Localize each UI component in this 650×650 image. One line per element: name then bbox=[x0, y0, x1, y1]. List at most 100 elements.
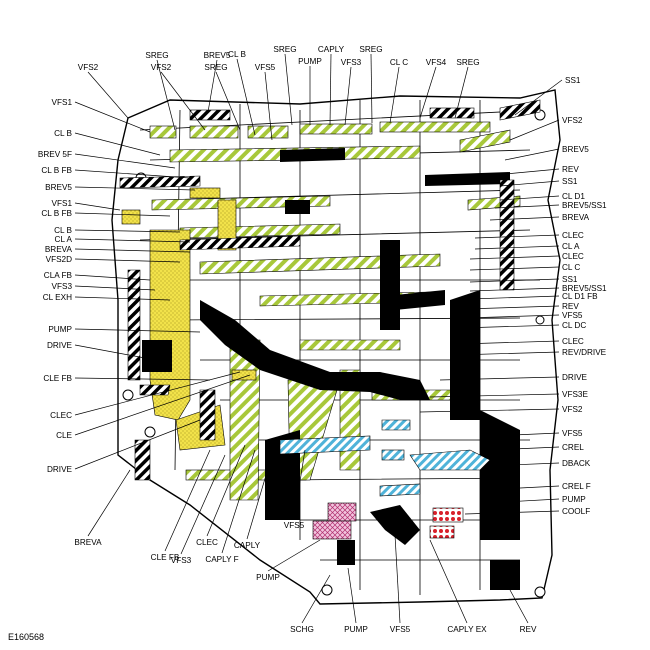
callout-label-top-10: VFS3 bbox=[341, 58, 362, 67]
callout-label-left-4: BREV5 bbox=[45, 183, 72, 192]
leader-line-right-26 bbox=[499, 485, 560, 490]
black-passages bbox=[142, 148, 520, 590]
leader-line-bottom-2 bbox=[180, 454, 226, 555]
leader-line-right-19 bbox=[454, 351, 560, 356]
callout-label-left-17: CLEC bbox=[50, 411, 72, 420]
leader-line-bottom-8 bbox=[301, 574, 331, 624]
callout-label-left-14: PUMP bbox=[48, 325, 72, 334]
callout-label-top-3: BREV5 bbox=[204, 51, 231, 60]
leader-line-left-4 bbox=[74, 186, 196, 191]
leader-line-right-18 bbox=[459, 340, 560, 345]
callout-label-left-15: DRIVE bbox=[47, 341, 73, 350]
leader-line-bottom-1 bbox=[164, 449, 211, 552]
leader-line-right-20 bbox=[439, 376, 560, 381]
leader-line-left-12 bbox=[74, 285, 156, 291]
leader-line-right-7 bbox=[489, 216, 560, 221]
callout-label-bottom-6: VFS5 bbox=[284, 521, 305, 530]
leader-line-top-5 bbox=[236, 58, 256, 136]
callout-label-right-18: CLEC bbox=[562, 337, 584, 346]
leader-line-bottom-0 bbox=[87, 469, 131, 537]
leader-line-right-22 bbox=[419, 408, 560, 413]
callout-label-top-9: CAPLY bbox=[318, 45, 345, 54]
callout-label-right-28: COOLF bbox=[562, 507, 590, 516]
leader-line-right-24 bbox=[489, 446, 560, 451]
callout-label-right-10: CLEC bbox=[562, 252, 584, 261]
callout-label-bottom-12: REV bbox=[520, 625, 537, 634]
leader-line-left-9 bbox=[74, 248, 191, 253]
leader-line-left-3 bbox=[74, 169, 191, 179]
callout-label-top-8: PUMP bbox=[298, 57, 322, 66]
callout-label-right-21: VFS3E bbox=[562, 390, 588, 399]
callout-label-bottom-1: CLE FB bbox=[151, 553, 180, 562]
callout-label-bottom-0: BREVA bbox=[74, 538, 102, 547]
callout-label-right-16: VFS5 bbox=[562, 311, 583, 320]
leader-line-bottom-11 bbox=[429, 539, 468, 624]
leader-line-left-6 bbox=[74, 212, 171, 217]
leader-line-top-9 bbox=[329, 53, 332, 126]
callout-label-left-18: CLE bbox=[56, 431, 72, 440]
callout-label-right-19: REV/DRIVE bbox=[562, 348, 607, 357]
leader-line-right-2 bbox=[504, 148, 560, 161]
callout-label-left-0: VFS1 bbox=[52, 98, 73, 107]
blue-passages bbox=[279, 419, 491, 497]
callout-label-right-1: VFS2 bbox=[562, 116, 583, 125]
leader-line-left-7 bbox=[74, 229, 181, 233]
leader-line-bottom-7 bbox=[267, 539, 321, 572]
leader-line-right-17 bbox=[459, 324, 560, 329]
leader-line-right-11 bbox=[469, 266, 560, 271]
leader-line-right-5 bbox=[499, 195, 560, 201]
callout-label-bottom-11: CAPLY EX bbox=[447, 625, 487, 634]
callout-label-top-2: VFS2 bbox=[151, 63, 172, 72]
leader-line-top-3 bbox=[207, 59, 218, 113]
callout-leader-lines bbox=[74, 53, 563, 624]
leader-line-right-0 bbox=[514, 79, 563, 116]
leader-line-right-13 bbox=[469, 287, 560, 292]
callout-label-right-25: DBACK bbox=[562, 459, 591, 468]
callout-label-left-10: VFS2D bbox=[46, 255, 72, 264]
callout-label-left-19: DRIVE bbox=[47, 465, 73, 474]
leader-line-left-1 bbox=[74, 132, 161, 156]
leader-line-top-11 bbox=[370, 53, 373, 124]
leader-line-left-16 bbox=[74, 377, 211, 381]
callout-label-right-11: CL C bbox=[562, 263, 580, 272]
callout-label-right-9: CL A bbox=[562, 242, 580, 251]
leader-line-top-13 bbox=[419, 66, 437, 119]
callout-label-bottom-4: CAPLY F bbox=[205, 555, 238, 564]
callout-label-top-0: VFS2 bbox=[78, 63, 99, 72]
leader-line-right-16 bbox=[464, 314, 560, 319]
leader-line-left-2 bbox=[74, 153, 176, 169]
callout-label-right-4: SS1 bbox=[562, 177, 578, 186]
leader-line-left-5 bbox=[74, 202, 121, 211]
callout-label-top-13: VFS4 bbox=[426, 58, 447, 67]
leader-line-left-17 bbox=[74, 371, 241, 416]
callout-label-right-2: BREV5 bbox=[562, 145, 589, 154]
leader-line-top-7 bbox=[284, 53, 293, 126]
leader-line-right-21 bbox=[429, 393, 560, 398]
leader-line-bottom-3 bbox=[206, 444, 246, 537]
callout-label-bottom-9: PUMP bbox=[344, 625, 368, 634]
leader-line-right-3 bbox=[504, 168, 560, 175]
callout-label-left-9: BREVA bbox=[45, 245, 73, 254]
callout-label-right-12: SS1 bbox=[562, 275, 578, 284]
callout-label-bottom-10: VFS5 bbox=[390, 625, 411, 634]
leader-line-left-13 bbox=[74, 296, 171, 301]
leader-line-left-11 bbox=[74, 274, 151, 281]
leader-line-top-4 bbox=[215, 71, 241, 131]
callout-label-top-4: SREG bbox=[204, 63, 227, 72]
callout-label-right-5: CL D1 bbox=[562, 192, 585, 201]
leader-line-bottom-9 bbox=[347, 567, 357, 624]
callout-label-left-3: CL B FB bbox=[41, 166, 72, 175]
callout-label-top-6: VFS5 bbox=[255, 63, 276, 72]
callout-label-left-1: CL B bbox=[54, 129, 72, 138]
callout-label-right-8: CLEC bbox=[562, 231, 584, 240]
leader-line-top-12 bbox=[389, 66, 400, 124]
leader-line-right-10 bbox=[469, 255, 560, 260]
callout-label-left-11: CLA FB bbox=[44, 271, 73, 280]
leader-line-right-25 bbox=[484, 462, 560, 467]
callout-label-right-3: REV bbox=[562, 165, 579, 174]
leader-line-right-23 bbox=[489, 432, 560, 437]
callout-label-right-22: VFS2 bbox=[562, 405, 583, 414]
leader-line-top-1 bbox=[156, 59, 176, 131]
callout-label-top-7: SREG bbox=[273, 45, 296, 54]
